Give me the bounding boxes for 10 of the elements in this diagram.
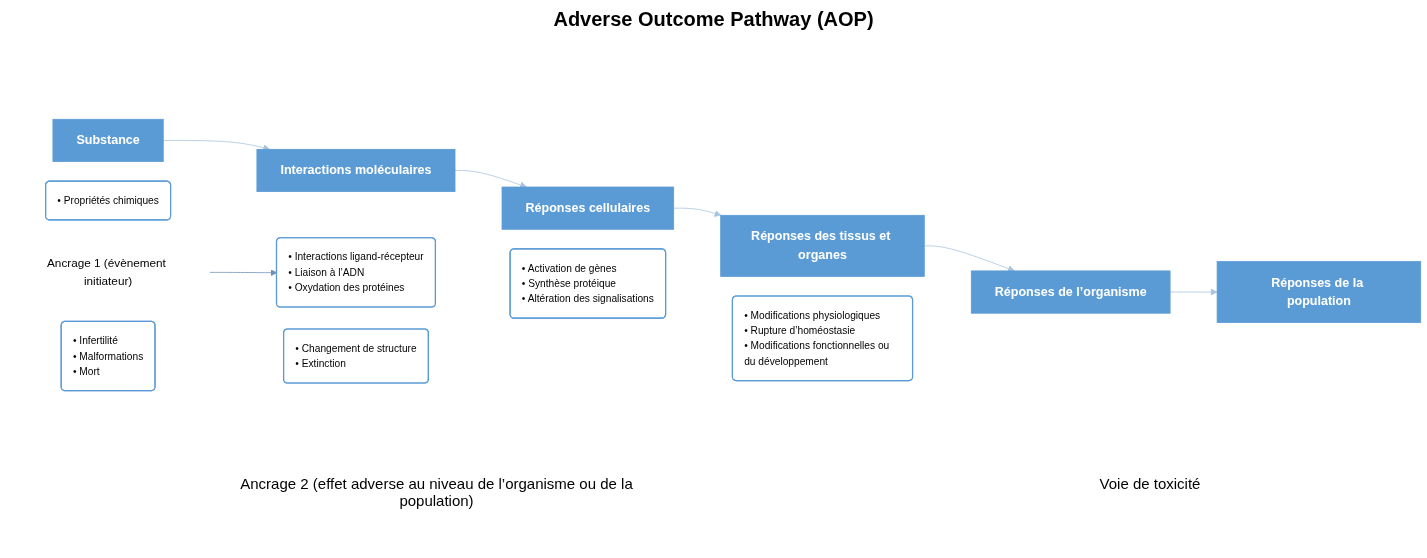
node-box: Interactions moléculaires bbox=[256, 149, 456, 193]
node-box: Substance bbox=[52, 118, 164, 162]
note-text: Ancrage 2 (effet adverse au niveau de l’organisme ou de la population) bbox=[239, 475, 634, 509]
node-box: Réponses de la population bbox=[1216, 261, 1422, 324]
note-text: Voie de toxicité bbox=[1099, 475, 1201, 494]
node-text: Ancrage 1 (évènement initiateur) bbox=[47, 256, 166, 288]
node-box: Réponses des tissus et organes bbox=[720, 214, 925, 277]
node-box: Réponses cellulaires bbox=[501, 186, 675, 230]
node-box: Réponses de l’organisme bbox=[970, 270, 1171, 314]
diagram-title: Adverse Outcome Pathway (AOP) bbox=[552, 8, 875, 31]
